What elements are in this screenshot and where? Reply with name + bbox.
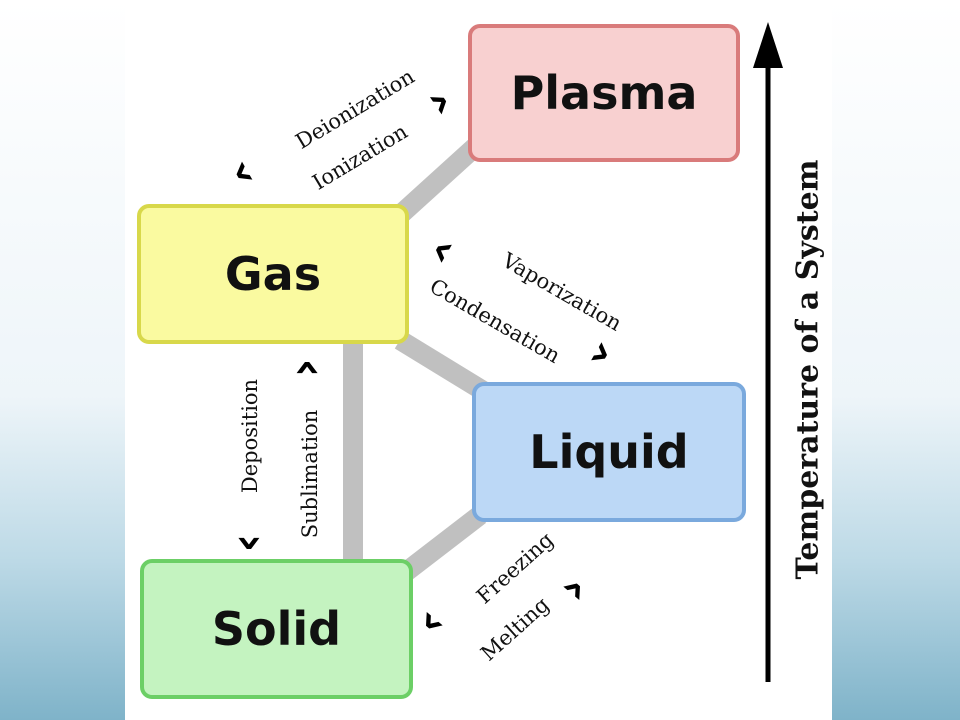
liquid-box: Liquid xyxy=(472,382,746,522)
temperature-axis-label: Temperature of a System xyxy=(790,159,826,580)
liquid-label: Liquid xyxy=(529,425,689,479)
connector-gas-plasma xyxy=(393,139,482,223)
connector-liquid-solid xyxy=(395,507,487,583)
connector-gas-liquid xyxy=(394,331,491,401)
solid-label: Solid xyxy=(211,602,342,656)
plasma-label: Plasma xyxy=(510,66,698,120)
plasma-box: Plasma xyxy=(468,24,740,162)
sublimation-label: Sublimation xyxy=(298,409,322,539)
gas-box: Gas xyxy=(137,204,409,344)
gas-label: Gas xyxy=(224,247,322,301)
temperature-arrow-head xyxy=(753,22,783,68)
deposition-label: Deposition xyxy=(238,378,262,494)
chevron-to-gas-from-solid-icon: ‹ xyxy=(282,358,337,378)
chevron-to-solid-from-gas-icon: ‹ xyxy=(219,533,274,553)
solid-box: Solid xyxy=(140,559,413,699)
